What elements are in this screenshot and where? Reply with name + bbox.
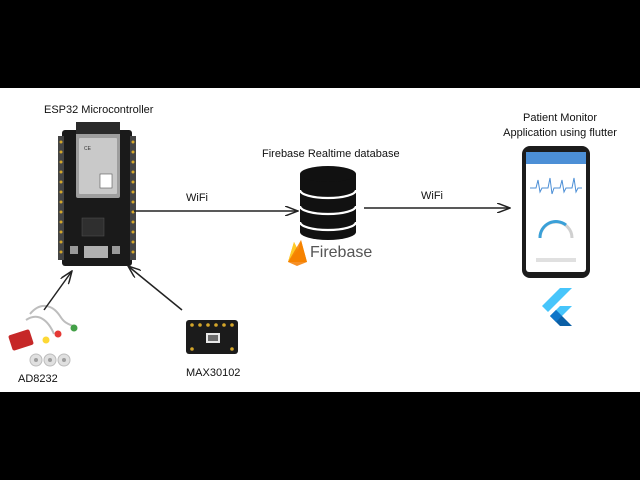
app-label-line1: Patient Monitor [523, 112, 597, 124]
sensor-ad8232-label: AD8232 [18, 373, 58, 385]
sensor-max30102-label: MAX30102 [186, 367, 241, 379]
diagram-panel: CE [0, 88, 640, 392]
ad8232-to-esp32-arrow [43, 271, 72, 311]
esp32-board-icon: CE [58, 122, 136, 266]
pulse-oximeter-sensor-icon [186, 320, 238, 354]
database-icon [298, 166, 358, 240]
esp32-label: ESP32 Microcontroller [44, 104, 154, 116]
firebase-flame-icon [288, 240, 307, 266]
wifi-label-left: WiFi [186, 192, 208, 204]
diagram-canvas: CE [8, 122, 590, 367]
firebase-db-label: Firebase Realtime database [262, 148, 400, 160]
flutter-logo-icon [542, 288, 572, 326]
firebase-brand-text: Firebase [310, 244, 373, 261]
max30102-to-esp32-arrow [128, 266, 183, 311]
svg-text:CE: CE [84, 146, 92, 152]
ecg-sensor-icon [8, 305, 78, 367]
smartphone-icon [522, 146, 590, 278]
app-label-line2: Application using flutter [503, 127, 617, 139]
wifi-label-right: WiFi [421, 190, 443, 202]
